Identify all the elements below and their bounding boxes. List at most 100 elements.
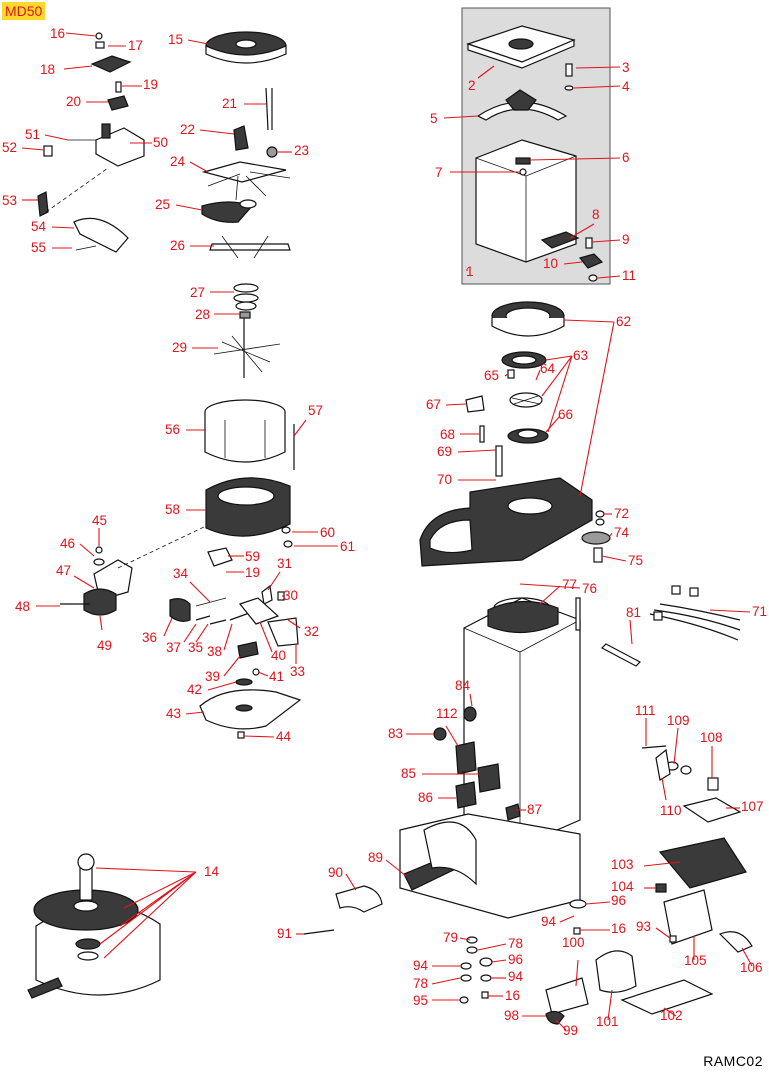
part-label-40: 40 (271, 648, 286, 663)
part-label-54: 54 (31, 219, 47, 234)
part-label-103: 103 (611, 857, 634, 872)
part-label-33: 33 (290, 664, 305, 679)
part-label-58: 58 (165, 502, 180, 517)
part-label-51: 51 (25, 127, 40, 142)
part-label-67: 67 (426, 397, 441, 412)
part-label-93: 93 (636, 919, 651, 934)
part-label-34: 34 (173, 566, 189, 581)
part-label-60: 60 (320, 525, 335, 540)
part-label-10: 10 (543, 256, 558, 271)
part-label-63: 63 (573, 348, 588, 363)
part-label-17: 17 (128, 38, 143, 53)
part-label-66: 66 (558, 407, 573, 422)
part-label-21: 21 (222, 96, 237, 111)
part-label-106: 106 (740, 960, 763, 975)
part-label-48: 48 (15, 599, 30, 614)
part-label-16: 16 (611, 921, 626, 936)
part-label-37: 37 (166, 640, 181, 655)
part-label-86: 86 (418, 790, 433, 805)
part-label-96: 96 (508, 952, 523, 967)
part-label-9: 9 (622, 232, 630, 247)
part-label-78: 78 (413, 976, 428, 991)
part-label-89: 89 (368, 850, 383, 865)
part-label-94: 94 (413, 958, 429, 973)
part-label-65: 65 (484, 368, 499, 383)
part-label-102: 102 (660, 1008, 683, 1023)
part-label-111: 111 (635, 703, 656, 718)
part-label-31: 31 (277, 556, 292, 571)
part-label-83: 83 (388, 726, 403, 741)
part-label-19: 19 (245, 565, 260, 580)
part-label-45: 45 (92, 513, 107, 528)
part-label-101: 101 (596, 1014, 619, 1029)
part-label-94: 94 (541, 914, 557, 929)
part-label-87: 87 (527, 802, 542, 817)
part-label-44: 44 (276, 729, 292, 744)
part-label-14: 14 (204, 864, 220, 879)
part-label-84: 84 (455, 678, 471, 693)
part-label-29: 29 (172, 340, 187, 355)
part-label-42: 42 (187, 682, 202, 697)
part-label-72: 72 (614, 506, 629, 521)
part-label-64: 64 (540, 361, 556, 376)
part-label-91: 91 (277, 926, 292, 941)
part-label-68: 68 (440, 427, 455, 442)
part-label-55: 55 (31, 240, 46, 255)
part-label-94: 94 (508, 969, 524, 984)
part-label-59: 59 (245, 549, 260, 564)
part-label-16: 16 (505, 988, 520, 1003)
part-label-8: 8 (592, 207, 600, 222)
part-label-36: 36 (142, 630, 157, 645)
leader-lines (21, 32, 753, 1031)
part-label-38: 38 (207, 644, 222, 659)
part-label-79: 79 (443, 930, 458, 945)
part-label-41: 41 (269, 669, 284, 684)
part-label-78: 78 (508, 936, 523, 951)
part-label-90: 90 (328, 865, 343, 880)
part-label-26: 26 (170, 238, 185, 253)
part-label-6: 6 (622, 150, 630, 165)
model-badge: MD50 (2, 2, 46, 20)
part-label-96: 96 (611, 893, 626, 908)
part-label-49: 49 (97, 638, 112, 653)
part-label-56: 56 (165, 422, 180, 437)
part-label-46: 46 (60, 536, 75, 551)
part-label-108: 108 (700, 730, 723, 745)
part-label-69: 69 (437, 444, 452, 459)
part-label-47: 47 (56, 563, 71, 578)
part-label-95: 95 (413, 993, 428, 1008)
part-label-109: 109 (667, 713, 690, 728)
part-label-32: 32 (304, 624, 319, 639)
part-label-75: 75 (628, 553, 643, 568)
part-label-50: 50 (153, 135, 168, 150)
part-label-2: 2 (468, 78, 476, 93)
part-label-107: 107 (741, 799, 764, 814)
part-label-57: 57 (308, 403, 323, 418)
part-label-3: 3 (622, 60, 630, 75)
part-label-39: 39 (205, 669, 220, 684)
part-label-23: 23 (294, 143, 309, 158)
part-label-71: 71 (752, 604, 767, 619)
part-label-43: 43 (166, 706, 181, 721)
part-label-110: 110 (660, 803, 682, 818)
part-label-62: 62 (616, 314, 631, 329)
part-label-98: 98 (504, 1008, 519, 1023)
part-label-27: 27 (190, 285, 205, 300)
part-label-53: 53 (2, 193, 17, 208)
part-label-19: 19 (143, 77, 158, 92)
part-label-105: 105 (684, 953, 707, 968)
part-label-81: 81 (626, 605, 641, 620)
drawing-code: RAMC02 (703, 1053, 763, 1069)
part-label-70: 70 (437, 472, 452, 487)
part-label-24: 24 (170, 154, 186, 169)
part-label-77: 77 (562, 577, 577, 592)
part-label-5: 5 (430, 111, 438, 126)
part-label-22: 22 (180, 122, 195, 137)
part-label-1: 1 (466, 264, 474, 279)
part-label-11: 11 (622, 268, 636, 283)
part-label-99: 99 (563, 1023, 578, 1038)
part-label-76: 76 (582, 581, 597, 596)
part-label-74: 74 (614, 525, 630, 540)
